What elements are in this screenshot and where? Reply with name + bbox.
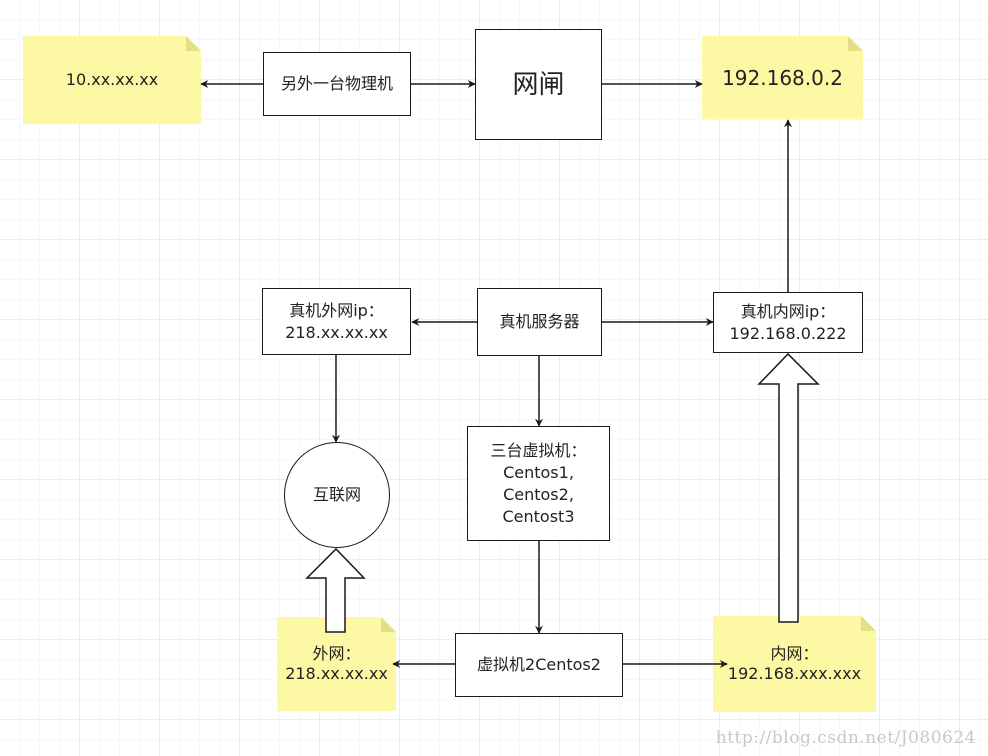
watermark: http://blog.csdn.net/J080624 bbox=[715, 728, 976, 748]
connectors bbox=[200, 80, 792, 668]
host-server-box: 真机服务器 bbox=[477, 288, 602, 356]
vm2-label: 虚拟机2Centos2 bbox=[477, 655, 601, 674]
note-shapes bbox=[23, 36, 876, 712]
host-public-ip-box: 真机外网ip： 218.xx.xx.xx bbox=[262, 288, 411, 355]
gateway-label: 网闸 bbox=[512, 69, 565, 100]
note-shape-internal-net bbox=[713, 616, 876, 712]
host-internal-ip-label: 真机内网ip： 192.168.0.222 bbox=[729, 301, 847, 343]
external-ip-note: 10.xx.xx.xx bbox=[23, 36, 201, 124]
vm2-box: 虚拟机2Centos2 bbox=[455, 633, 623, 697]
block-arrow-internal-net-to-internal-ip bbox=[757, 352, 820, 623]
external-ip-label: 10.xx.xx.xx bbox=[65, 70, 159, 89]
other-physical-machine-box: 另外一台物理机 bbox=[263, 52, 411, 116]
internal-net-note: 内网： 192.168.xxx.xxx bbox=[713, 616, 876, 712]
host-server-label: 真机服务器 bbox=[499, 312, 580, 331]
target-ip-label: 192.168.0.2 bbox=[722, 65, 843, 90]
note-shape-target-ip bbox=[702, 36, 863, 119]
target-ip-note: 192.168.0.2 bbox=[702, 36, 863, 119]
internet-label: 互联网 bbox=[312, 485, 361, 504]
note-shape-public-net bbox=[277, 617, 396, 711]
block-arrow-public-net-to-internet bbox=[305, 547, 366, 633]
three-vms-box: 三台虚拟机： Centos1, Centos2, Centost3 bbox=[467, 426, 610, 541]
public-net-note: 外网： 218.xx.xx.xx bbox=[277, 617, 396, 711]
note-shape-external-ip bbox=[23, 36, 201, 124]
internet-circle: 互联网 bbox=[284, 442, 390, 548]
public-net-label: 外网： 218.xx.xx.xx bbox=[285, 644, 388, 683]
block-arrows bbox=[305, 352, 820, 633]
internal-net-label: 内网： 192.168.xxx.xxx bbox=[727, 644, 862, 683]
host-internal-ip-box: 真机内网ip： 192.168.0.222 bbox=[713, 292, 863, 353]
host-public-ip-label: 真机外网ip： 218.xx.xx.xx bbox=[285, 300, 388, 342]
three-vms-label: 三台虚拟机： Centos1, Centos2, Centost3 bbox=[490, 440, 587, 526]
gateway-box: 网闸 bbox=[475, 29, 602, 140]
other-physical-machine-label: 另外一台物理机 bbox=[280, 74, 393, 93]
